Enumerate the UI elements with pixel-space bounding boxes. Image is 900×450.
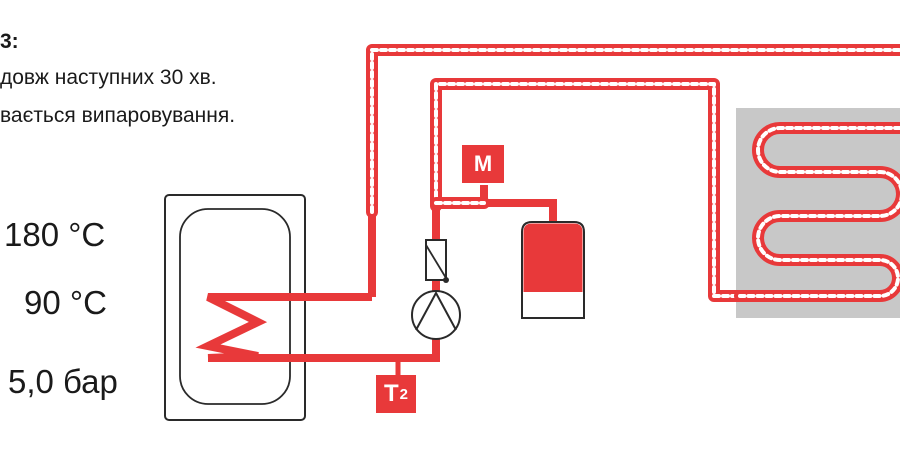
motor-badge-bg [462, 145, 504, 183]
circulation-pump [411, 290, 461, 340]
step-title: 3: [0, 30, 19, 53]
motor-label: M [473, 151, 493, 176]
parameter-temperature-high: 180 °C [4, 216, 106, 253]
motor-badge: M [462, 145, 504, 183]
check-valve [425, 239, 449, 283]
description-line-1: довж наступних 30 хв. [0, 66, 217, 89]
sensor-letter: T [383, 380, 399, 407]
steam-loop-inner [430, 78, 746, 302]
parameter-temperature-low: 90 °C [24, 284, 107, 321]
parameter-pressure: 5,0 бар [8, 363, 118, 400]
expansion-vessel [521, 221, 585, 319]
floor-heating-coil [734, 122, 900, 302]
description-line-2: вається випаровування. [0, 104, 236, 127]
steam-loop-outer [366, 44, 900, 218]
solid-pipes [195, 185, 557, 375]
sensor-index: 2 [399, 385, 408, 403]
sensor-badge-bg [376, 375, 416, 413]
